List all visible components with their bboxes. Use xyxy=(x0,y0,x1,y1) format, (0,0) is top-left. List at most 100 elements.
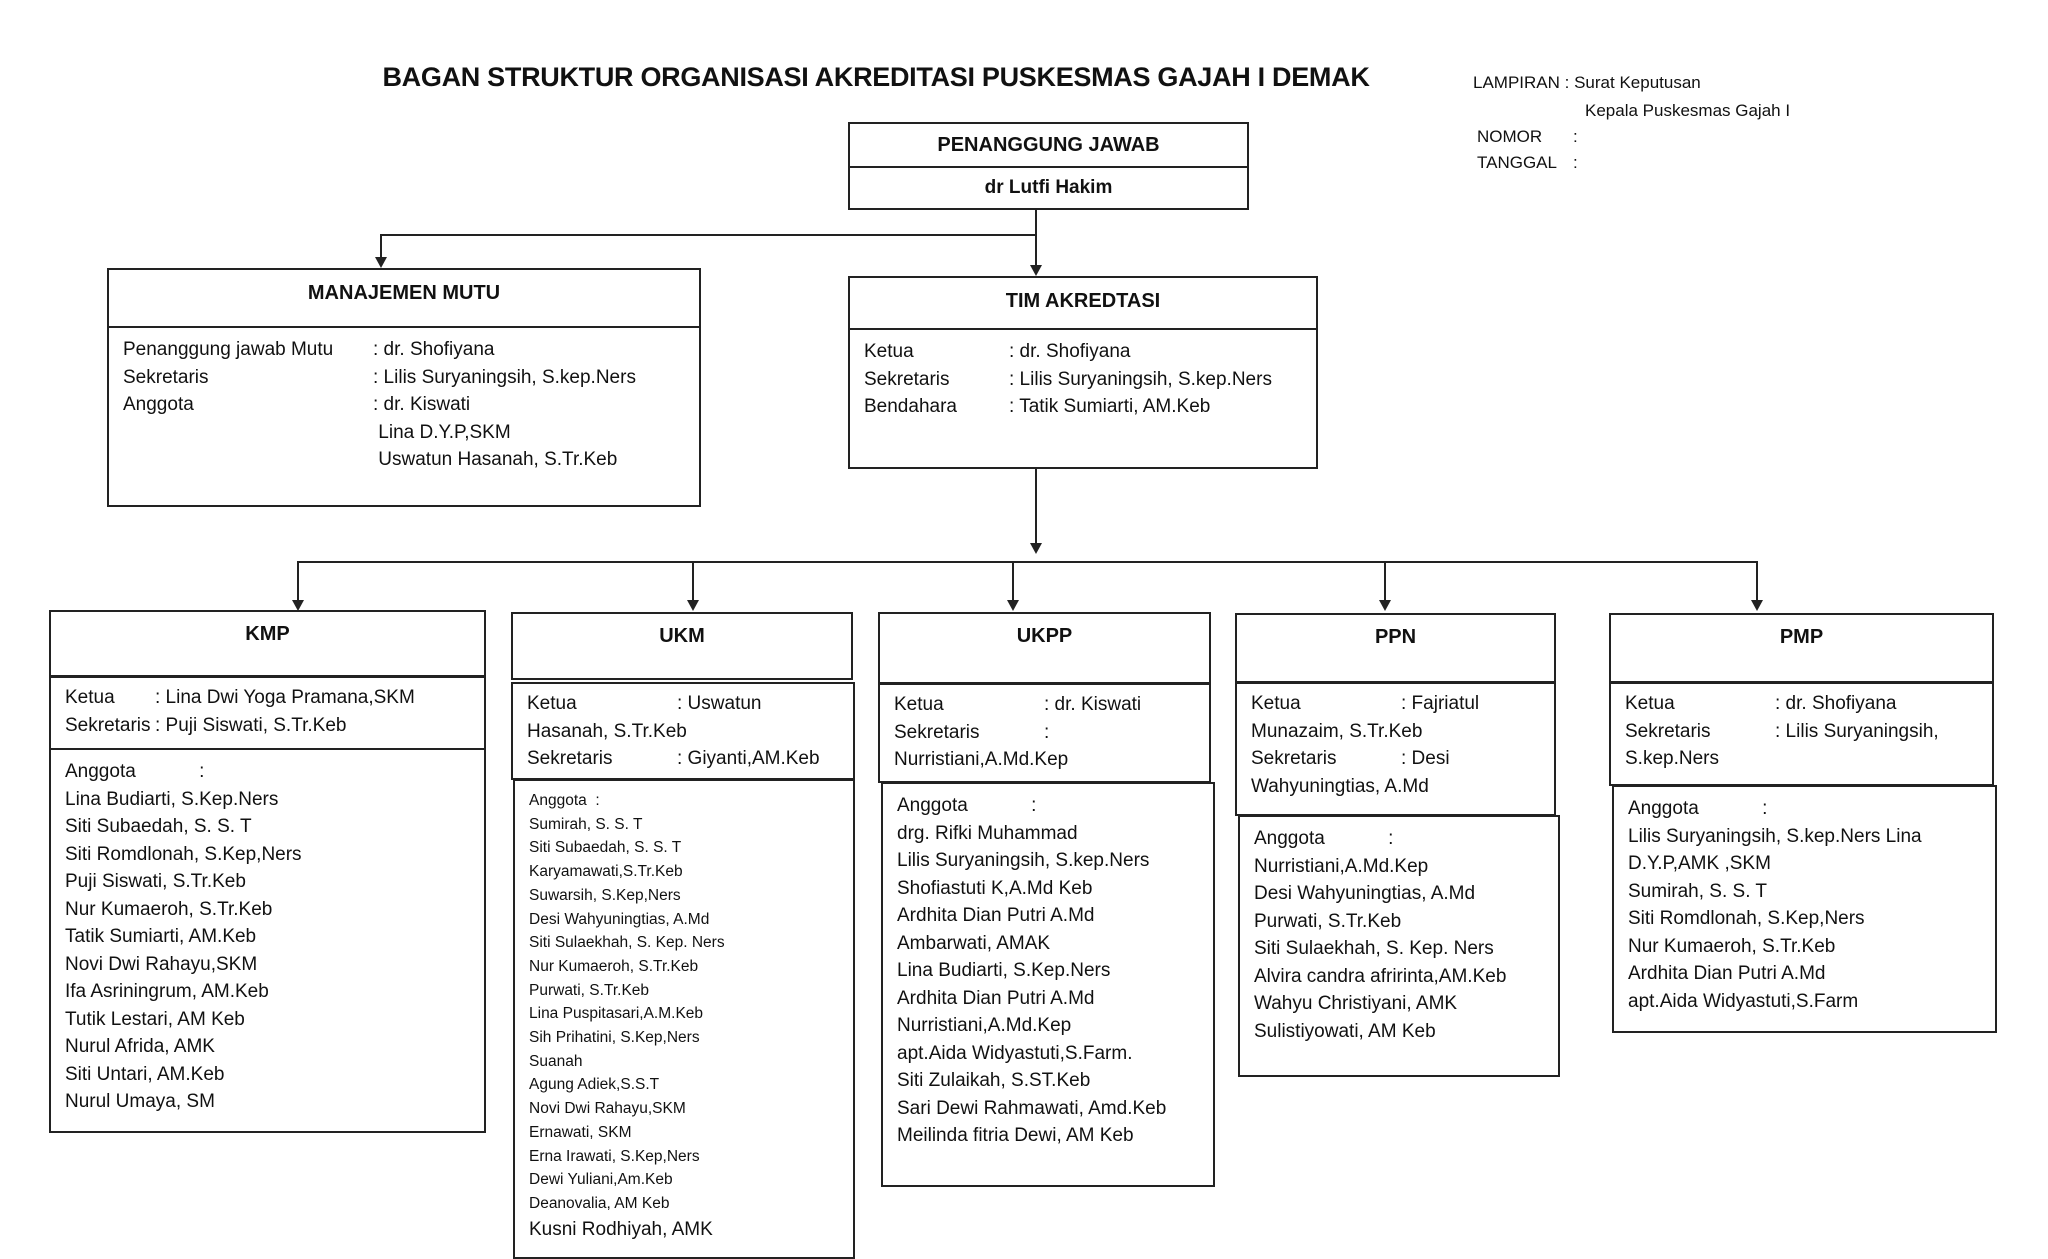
arrow-down-icon xyxy=(1030,265,1042,276)
member-item: Siti Sulaekhah, S. Kep. Ners xyxy=(529,934,725,952)
member-item: Erna Irawati, S.Kep,Ners xyxy=(529,1147,700,1165)
row-label: Sekretaris xyxy=(1251,748,1337,769)
member-item: Lina Budiarti, S.Kep.Ners xyxy=(65,788,279,810)
row-label: Ketua xyxy=(894,694,944,715)
member-item: Siti Romdlonah, S.Kep,Ners xyxy=(65,843,302,865)
arrow-down-icon xyxy=(1379,600,1391,611)
member-item: Ardhita Dian Putri A.Md xyxy=(897,987,1095,1009)
member-item: Lilis Suryaningsih, S.kep.Ners Lina D.Y.… xyxy=(1628,825,1922,875)
member-item: Siti Sulaekhah, S. Kep. Ners xyxy=(1254,938,1494,959)
row-value: Uswatun Hasanah, S.Tr.Keb xyxy=(373,449,618,470)
tanggal-label: TANGGAL xyxy=(1477,153,1557,172)
info-row: Bendahara : Tatik Sumiarti, AM.Keb xyxy=(864,393,1302,421)
member-item: Agung Adiek,S.S.T xyxy=(529,1076,660,1094)
info-row: Ketua: Fajriatul Munazaim, S.Tr.Keb xyxy=(1251,690,1540,745)
connector xyxy=(380,234,382,258)
member-item: Nurul Umaya, SM xyxy=(65,1091,215,1112)
info-row: Lina D.Y.P,SKM xyxy=(123,419,685,447)
row-value: : Puji Siswati, S.Tr.Keb xyxy=(155,714,347,736)
row-label: Sekretaris xyxy=(65,714,151,736)
row-value: : dr. Kiswati xyxy=(1044,694,1142,715)
connector xyxy=(297,561,299,601)
row-label: Sekretaris xyxy=(894,721,980,743)
member-item: Ardhita Dian Putri A.Md xyxy=(897,905,1095,926)
row-value: : dr. Shofiyana xyxy=(373,339,495,360)
member-item: Nurul Afrida, AMK xyxy=(65,1036,215,1057)
member-item: Purwati, S.Tr.Keb xyxy=(1254,910,1402,932)
member-item: Deanovalia, AM Keb xyxy=(529,1194,670,1212)
lampiran-line2: Kepala Puskesmas Gajah I xyxy=(1585,101,1791,120)
member-item: Novi Dwi Rahayu,SKM xyxy=(529,1100,686,1118)
row-label: Ketua xyxy=(527,693,577,714)
member-item: Novi Dwi Rahayu,SKM xyxy=(65,953,258,975)
connector xyxy=(1035,468,1037,552)
arrow-down-icon xyxy=(1007,600,1019,611)
member-item: Karyamawati,S.Tr.Keb xyxy=(529,863,683,881)
row-label: Anggota xyxy=(123,394,194,415)
row-label: Bendahara xyxy=(864,396,957,417)
row-value: : dr. Kiswati xyxy=(373,394,471,415)
member-item: Nurristiani,A.Md.Kep xyxy=(1254,855,1429,877)
anggota-label: Anggota : xyxy=(65,761,205,782)
pmp-members-box: Anggota :Lilis Suryaningsih, S.kep.Ners … xyxy=(1612,785,1997,1033)
row-value: Lina D.Y.P,SKM xyxy=(373,421,511,443)
ppn-heading: PPN xyxy=(1374,626,1417,648)
member-item: Ardhita Dian Putri A.Md xyxy=(1628,963,1826,984)
row-value: : Lilis Suryaningsih, S.kep.Ners xyxy=(1625,720,1939,770)
arrow-down-icon xyxy=(1751,600,1763,611)
member-item: Nur Kumaeroh, S.Tr.Keb xyxy=(65,898,273,920)
pmp-header-box: PMP xyxy=(1609,613,1994,683)
row-value: : dr. Shofiyana xyxy=(1009,341,1131,362)
member-item: Purwati, S.Tr.Keb xyxy=(529,981,650,999)
info-row: Ketua : dr. Kiswati xyxy=(894,691,1195,719)
anggota-label: Anggota : xyxy=(1254,828,1394,849)
member-item: Sumirah, S. S. T xyxy=(529,815,643,833)
info-row: Ketua: dr. Shofiyana xyxy=(1625,690,1978,718)
tanggal-colon: : xyxy=(1573,153,1578,172)
member-item: Tutik Lestari, AM Keb xyxy=(65,1008,245,1030)
info-row: Uswatun Hasanah, S.Tr.Keb xyxy=(123,446,685,474)
member-item: Sumirah, S. S. T xyxy=(1628,880,1768,902)
member-item: Tatik Sumiarti, AM.Keb xyxy=(65,926,257,947)
row-value: : Nurristiani,A.Md.Kep xyxy=(894,721,1069,771)
lampiran-line1: Surat Keputusan xyxy=(1574,73,1701,92)
member-item: Nur Kumaeroh, S.Tr.Keb xyxy=(1628,935,1836,957)
row-value: : Desi Wahyuningtias, A.Md xyxy=(1251,748,1450,797)
row-value: : Lilis Suryaningsih, S.kep.Ners xyxy=(373,366,636,388)
member-item: Alvira candra afririnta,AM.Keb xyxy=(1254,965,1507,987)
lampiran-label: LAMPIRAN : xyxy=(1473,73,1570,92)
info-row: Sekretaris: Nurristiani,A.Md.Kep xyxy=(894,719,1195,774)
row-label: Ketua xyxy=(1251,693,1301,714)
nomor-label: NOMOR xyxy=(1477,127,1543,146)
nomor-colon: : xyxy=(1573,127,1578,146)
member-item: Siti Untari, AM.Keb xyxy=(65,1063,225,1085)
member-item: Lina Budiarti, S.Kep.Ners xyxy=(897,960,1111,981)
kmp-header-box: KMP xyxy=(49,610,486,677)
member-item: Suwarsih, S.Kep,Ners xyxy=(529,886,681,904)
connector xyxy=(1756,561,1758,601)
arrow-down-icon xyxy=(292,600,304,611)
member-item: Suanah xyxy=(529,1052,583,1070)
ukm-header-box: UKM xyxy=(511,612,853,680)
row-label: Ketua xyxy=(864,341,914,362)
member-item: Puji Siswati, S.Tr.Keb xyxy=(65,871,246,892)
anggota-label: Anggota : xyxy=(529,792,600,809)
info-row: Ketua: Lina Dwi Yoga Pramana,SKM xyxy=(65,684,470,712)
member-item: Dewi Yuliani,Am.Keb xyxy=(529,1171,673,1189)
connector xyxy=(1035,234,1037,266)
row-label: Sekretaris xyxy=(527,748,613,769)
penanggung-jawab-name: dr Lutfi Hakim xyxy=(984,177,1113,198)
member-item: Wahyu Christiyani, AMK xyxy=(1254,993,1458,1014)
member-item: Shofiastuti K,A.Md Keb xyxy=(897,877,1093,899)
member-item: Sari Dewi Rahmawati, Amd.Keb xyxy=(897,1097,1167,1119)
row-value: : Tatik Sumiarti, AM.Keb xyxy=(1009,396,1211,417)
arrow-down-icon xyxy=(687,600,699,611)
info-row: Sekretaris: Lilis Suryaningsih, S.kep.Ne… xyxy=(123,364,685,392)
